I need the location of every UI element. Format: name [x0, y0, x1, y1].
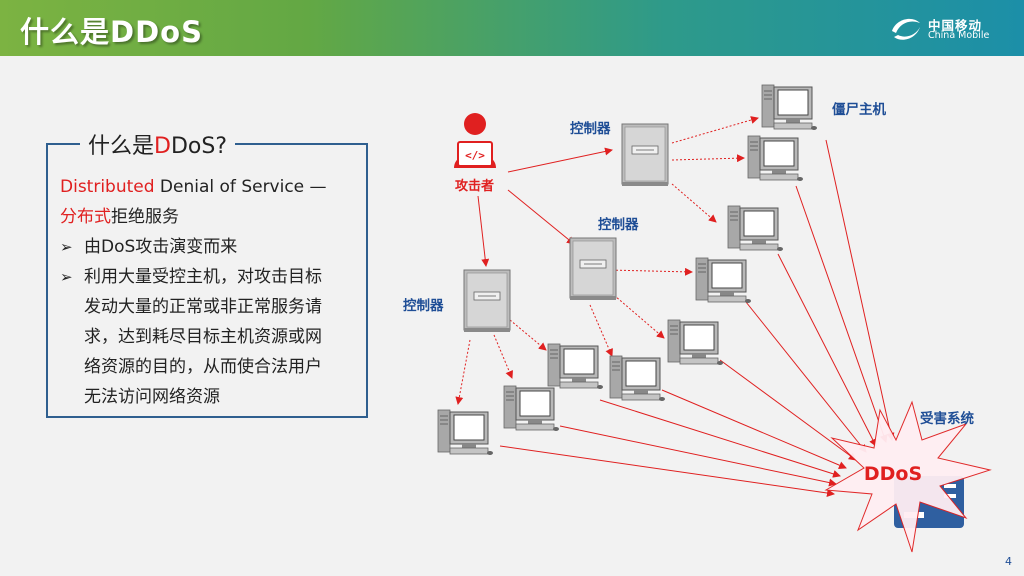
- page-number: 4: [1005, 555, 1012, 568]
- flood-arrow: [559, 425, 837, 487]
- zombie-pc-icon: [437, 409, 494, 456]
- attack-arrow: [477, 195, 490, 267]
- flood-arrow: [825, 139, 895, 441]
- control-arrow: [493, 334, 513, 379]
- logo-text-cn: 中国移动: [928, 18, 983, 33]
- zombie-pc-icon: [503, 385, 560, 432]
- flood-arrow: [719, 359, 857, 461]
- controller-server-icon: [621, 123, 669, 187]
- definition-line-cn: 分布式拒绝服务: [60, 207, 179, 227]
- distributed-word-cn: 分布式: [60, 207, 111, 227]
- control-arrow: [509, 319, 547, 351]
- attack-arrow: [507, 189, 575, 245]
- zombie-pc-icon: [761, 84, 818, 131]
- definition-line: Distributed Denial of Service —: [60, 177, 327, 197]
- logo-text-en: China Mobile: [928, 30, 990, 41]
- hacker-icon: </>: [454, 113, 496, 168]
- ddos-burst: [824, 400, 992, 553]
- control-arrow: [671, 116, 759, 144]
- controller-server-icon: [463, 269, 511, 333]
- flood-arrow: [499, 445, 835, 497]
- attacker-label: 攻击者: [455, 179, 495, 194]
- bullet-item: ➢ 由DoS攻击演变而来: [60, 232, 360, 262]
- victim-label: 受害系统: [920, 411, 974, 427]
- controller-label: 控制器: [598, 217, 639, 233]
- svg-text:</>: </>: [465, 149, 485, 162]
- arrow-bullet-icon: ➢: [60, 238, 73, 256]
- page-title: 什么是DDoS: [20, 15, 203, 49]
- control-arrow: [607, 267, 693, 276]
- zombie-pc-icon: [695, 257, 752, 304]
- arrow-bullet-icon: ➢: [60, 268, 73, 286]
- controller-server-icon: [569, 237, 617, 301]
- control-arrow: [589, 304, 613, 357]
- control-arrow: [455, 339, 471, 405]
- panel-title: 什么是DDoS?: [80, 128, 236, 160]
- title-bar: 什么是DDoS 中国移动 China Mobile: [0, 0, 1024, 56]
- controller-label: 控制器: [403, 298, 444, 314]
- panel-body: Distributed Denial of Service — 分布式拒绝服务 …: [60, 172, 360, 412]
- china-mobile-logo: 中国移动 China Mobile: [888, 13, 1008, 45]
- flood-arrow: [661, 389, 847, 469]
- attack-arrow: [507, 147, 613, 173]
- flood-arrow: [745, 301, 867, 453]
- zombie-label: 僵尸主机: [832, 102, 886, 118]
- flood-arrow: [599, 399, 841, 478]
- control-arrow: [671, 183, 717, 223]
- flood-arrow: [795, 185, 888, 443]
- zombie-pc-icon: [727, 205, 784, 252]
- zombie-pc-icon: [747, 135, 804, 182]
- zombie-pc-icon: [609, 355, 666, 402]
- flood-arrow: [777, 253, 877, 447]
- distributed-word: Distributed: [60, 177, 155, 197]
- zombie-pc-icon: [547, 343, 604, 390]
- control-arrow: [607, 289, 665, 339]
- ddos-burst-label: DDoS: [864, 463, 922, 485]
- control-arrow: [671, 154, 745, 163]
- zombie-pc-icon: [667, 319, 724, 366]
- bullet-item: ➢ 利用大量受控主机，对攻击目标 发动大量的正常或非正常服务请 求，达到耗尽目标…: [60, 262, 360, 412]
- china-mobile-logo-icon: [892, 18, 920, 40]
- controller-label: 控制器: [570, 121, 611, 137]
